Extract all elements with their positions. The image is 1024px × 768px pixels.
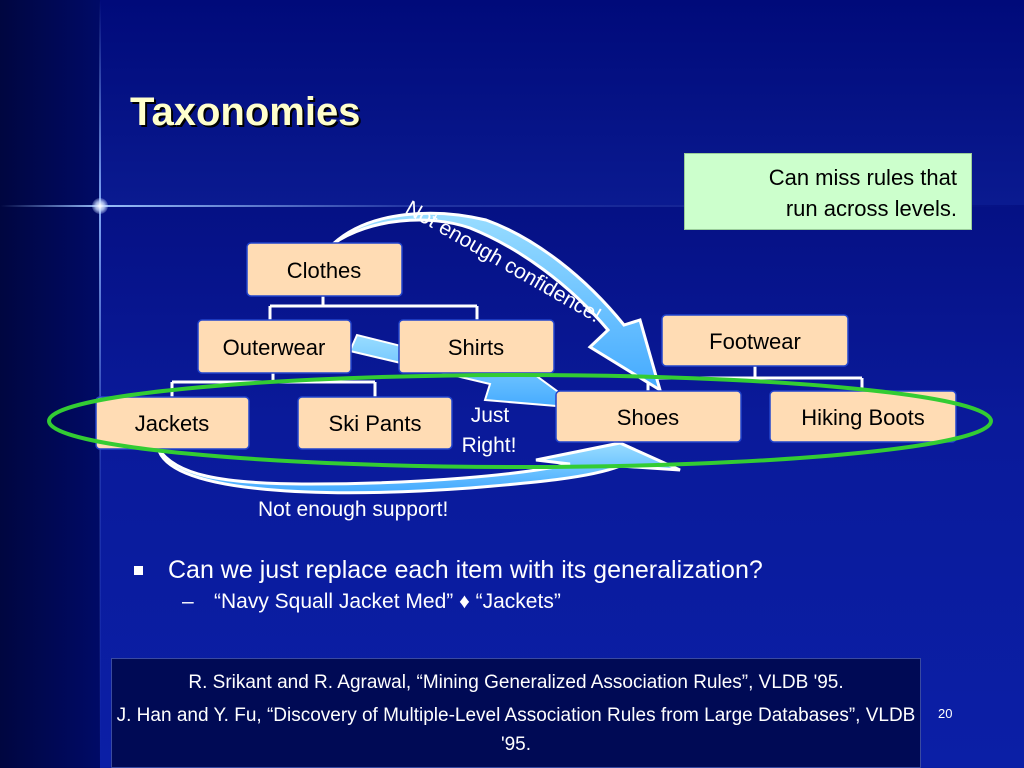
node-jackets[interactable]: Jackets xyxy=(95,396,250,450)
node-footwear-label: Footwear xyxy=(709,329,801,354)
node-ski-pants[interactable]: Ski Pants xyxy=(297,396,453,450)
support-arrow xyxy=(156,441,681,495)
node-clothes[interactable]: Clothes xyxy=(246,242,403,297)
node-shirts-label: Shirts xyxy=(448,335,504,360)
decorative-horizontal-line xyxy=(0,205,1024,207)
note-box: Can miss rules that run across levels. xyxy=(684,153,972,230)
node-shoes-label: Shoes xyxy=(617,405,679,430)
bullet-list: Can we just replace each item with its g… xyxy=(130,553,990,617)
reference-2: J. Han and Y. Fu, “Discovery of Multiple… xyxy=(116,705,916,755)
annotation-just-right-line2: Right! xyxy=(462,434,517,457)
background-left-panel xyxy=(0,0,100,768)
note-line-2: run across levels. xyxy=(785,196,957,221)
sparkle-icon xyxy=(92,198,108,214)
confidence-arrow xyxy=(331,211,663,394)
dash-bullet: – xyxy=(182,590,194,613)
note-line-1: Can miss rules that xyxy=(768,165,957,190)
decorative-vertical-line xyxy=(99,0,101,768)
node-outerwear-label: Outerwear xyxy=(223,335,326,360)
reference-1: R. Srikant and R. Agrawal, “Mining Gener… xyxy=(188,672,844,693)
bullet-main-text: Can we just replace each item with its g… xyxy=(168,556,763,584)
node-ski-pants-label: Ski Pants xyxy=(329,411,422,436)
bullet-item-main: Can we just replace each item with its g… xyxy=(130,553,990,587)
level-highlight-ellipse xyxy=(47,373,993,469)
connector-footwear-children xyxy=(646,366,864,391)
references-box: R. Srikant and R. Agrawal, “Mining Gener… xyxy=(111,658,921,768)
annotation-not-enough-support: Not enough support! xyxy=(258,498,448,521)
node-shoes[interactable]: Shoes xyxy=(555,390,742,443)
bullet-item-sub: – “Navy Squall Jacket Med” ♦ “Jackets” xyxy=(130,587,990,617)
slide-title: Taxonomies xyxy=(130,90,361,134)
connector-clothes-children xyxy=(268,296,479,320)
annotation-not-enough-confidence: Not enough confidence! xyxy=(402,196,606,327)
square-bullet-icon xyxy=(134,566,143,575)
node-hiking-boots-label: Hiking Boots xyxy=(801,405,925,430)
node-outerwear[interactable]: Outerwear xyxy=(197,319,352,374)
node-footwear[interactable]: Footwear xyxy=(661,314,849,367)
annotation-just-right-line1: Just xyxy=(471,404,510,427)
page-number: 20 xyxy=(938,706,953,721)
node-jackets-label: Jackets xyxy=(135,411,210,436)
node-shirts[interactable]: Shirts xyxy=(398,319,555,374)
node-clothes-label: Clothes xyxy=(287,258,362,283)
bullet-sub-text: “Navy Squall Jacket Med” ♦ “Jackets” xyxy=(214,590,561,613)
node-hiking-boots[interactable]: Hiking Boots xyxy=(769,390,957,443)
